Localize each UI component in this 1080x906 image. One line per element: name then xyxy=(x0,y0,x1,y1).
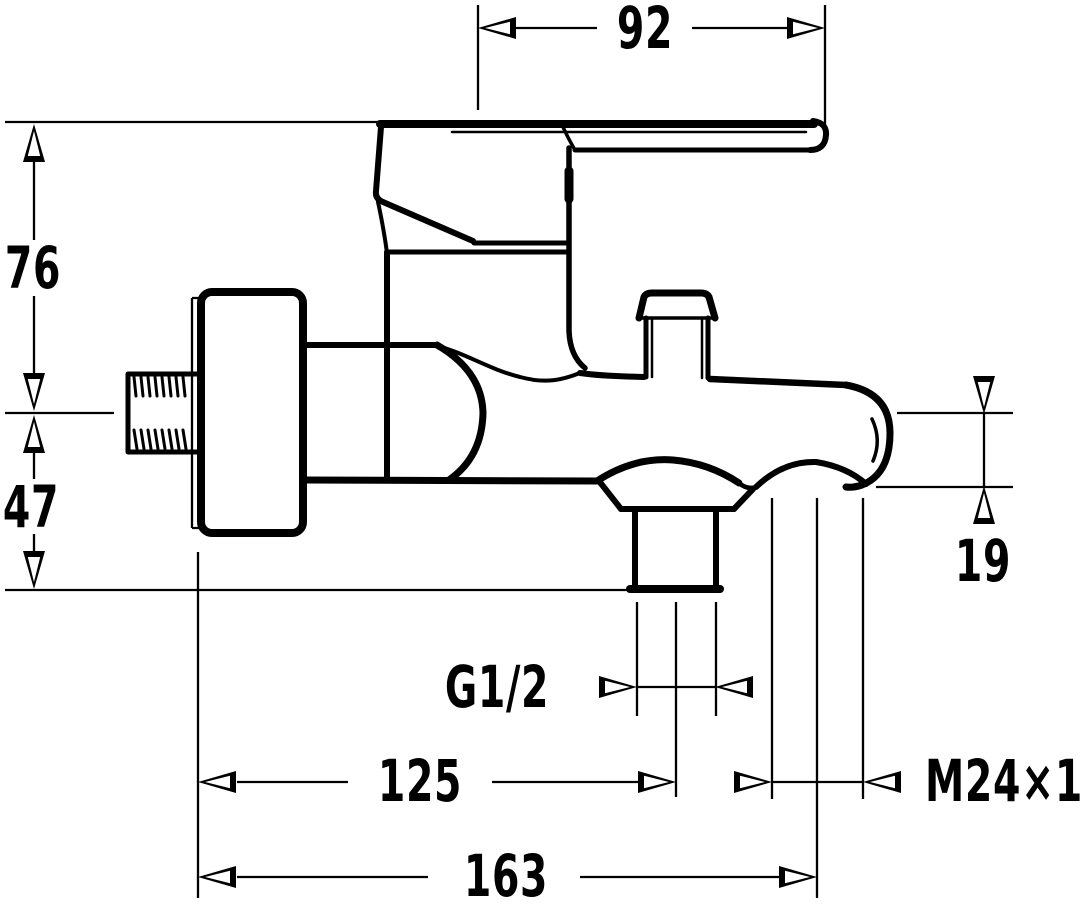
dimension-arrow xyxy=(734,771,772,793)
dimension-arrow xyxy=(599,676,637,698)
faucet-fixture xyxy=(125,118,894,593)
ext-g12-sides xyxy=(635,602,718,716)
nipple-walls xyxy=(632,507,719,590)
dim-label-g12: G1/2 xyxy=(445,653,549,721)
dimension-arrow xyxy=(638,771,676,793)
body-barrel xyxy=(300,249,894,491)
dim-label-163: 163 xyxy=(464,842,548,906)
escutcheon-body xyxy=(197,288,307,537)
shower-connection-hump xyxy=(753,458,869,490)
port-inner-walls xyxy=(650,316,704,380)
dimension-arrow xyxy=(23,124,45,162)
dim-92: 92 xyxy=(478,0,825,62)
dimension-arrow xyxy=(478,17,516,39)
nipple-outline xyxy=(125,371,201,455)
dim-g12: G1/2 xyxy=(445,653,753,721)
body-sculpt-curve xyxy=(436,344,582,383)
dim-label-19: 19 xyxy=(955,527,1011,595)
dimension-arrow xyxy=(973,486,995,524)
dim-label-125: 125 xyxy=(378,747,462,815)
port-outer-walls xyxy=(643,315,711,381)
boss-right-flare xyxy=(731,486,756,512)
dimension-arrow xyxy=(863,771,901,793)
barrel-bottom xyxy=(300,476,602,485)
thread-hatching-top xyxy=(132,375,187,398)
dimension-arrow xyxy=(787,17,825,39)
dimension-arrow xyxy=(198,866,236,888)
thread-hatching-bottom xyxy=(132,428,188,451)
dim-47: 47 xyxy=(3,415,59,589)
dim-163: 163 xyxy=(198,842,817,906)
dim-label-47: 47 xyxy=(3,473,59,541)
inlet-thread-nipple xyxy=(125,371,201,455)
dim-label-76: 76 xyxy=(5,234,61,302)
extension-lines xyxy=(5,5,1013,898)
barrel-end-cap xyxy=(842,381,894,491)
dim-19: 19 xyxy=(955,376,1011,595)
lever-handle xyxy=(376,118,830,153)
spout-underside-dome xyxy=(593,456,743,487)
dimension-arrow xyxy=(779,866,817,888)
dim-125: 125 xyxy=(198,747,676,815)
cover-neck-fillet xyxy=(376,200,389,255)
dim-m24: M24×1 xyxy=(734,747,1080,815)
port-collar xyxy=(635,289,719,322)
dimension-arrow xyxy=(715,676,753,698)
ext-m24-sides xyxy=(770,498,865,799)
lever-cover-junction xyxy=(561,125,577,152)
cartridge-cylinder-arc xyxy=(433,341,487,484)
outlet-nipple xyxy=(596,478,756,593)
barrel-top-right xyxy=(706,375,850,389)
end-bore-arc xyxy=(870,417,879,463)
cartridge-cover xyxy=(372,124,588,371)
dimension-arrow xyxy=(23,415,45,453)
dimension-arrow xyxy=(198,771,236,793)
dimension-arrow xyxy=(23,373,45,411)
wall-escutcheon xyxy=(190,288,307,537)
dim-76: 76 xyxy=(5,124,61,411)
lever-end-cap xyxy=(807,118,830,153)
cover-right-edge xyxy=(566,145,588,371)
dim-label-92: 92 xyxy=(617,0,673,62)
dimension-arrow xyxy=(23,551,45,589)
barrel-top-mid xyxy=(577,370,647,380)
dimension-annotations: 92 76 47 19 G1/2 xyxy=(3,0,1080,906)
shower-port xyxy=(635,289,719,381)
dim-label-m24: M24×1 xyxy=(925,747,1080,815)
dimension-arrow xyxy=(973,376,995,414)
cover-left-edge xyxy=(372,124,476,244)
boss-left-flare xyxy=(596,478,624,512)
